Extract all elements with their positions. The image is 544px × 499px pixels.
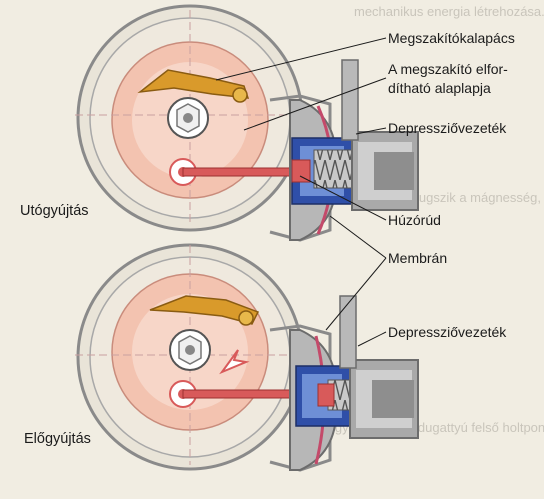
mode-label-advance: Előgyújtás (24, 430, 91, 448)
bottom-vacuum-tube (340, 296, 356, 368)
top-spring (314, 150, 354, 188)
label-vacuum-line-top: Depressziővezeték (388, 119, 506, 137)
top-vacuum-tube (342, 60, 358, 140)
label-base-plate-line1: A megszakító elfor- (388, 60, 508, 78)
label-pull-rod: Húzórúd (388, 211, 441, 229)
bottom-assembly (75, 245, 418, 470)
label-breaker-cap: Megszakítókalapács (388, 29, 515, 47)
top-assembly (75, 6, 418, 240)
label-membrane: Membrán (388, 249, 447, 267)
mode-label-retard: Utógyújtás (20, 202, 89, 220)
label-vacuum-line-bottom: Depressziővezeték (388, 323, 506, 341)
label-base-plate-line2: dítható alaplapja (388, 79, 491, 97)
